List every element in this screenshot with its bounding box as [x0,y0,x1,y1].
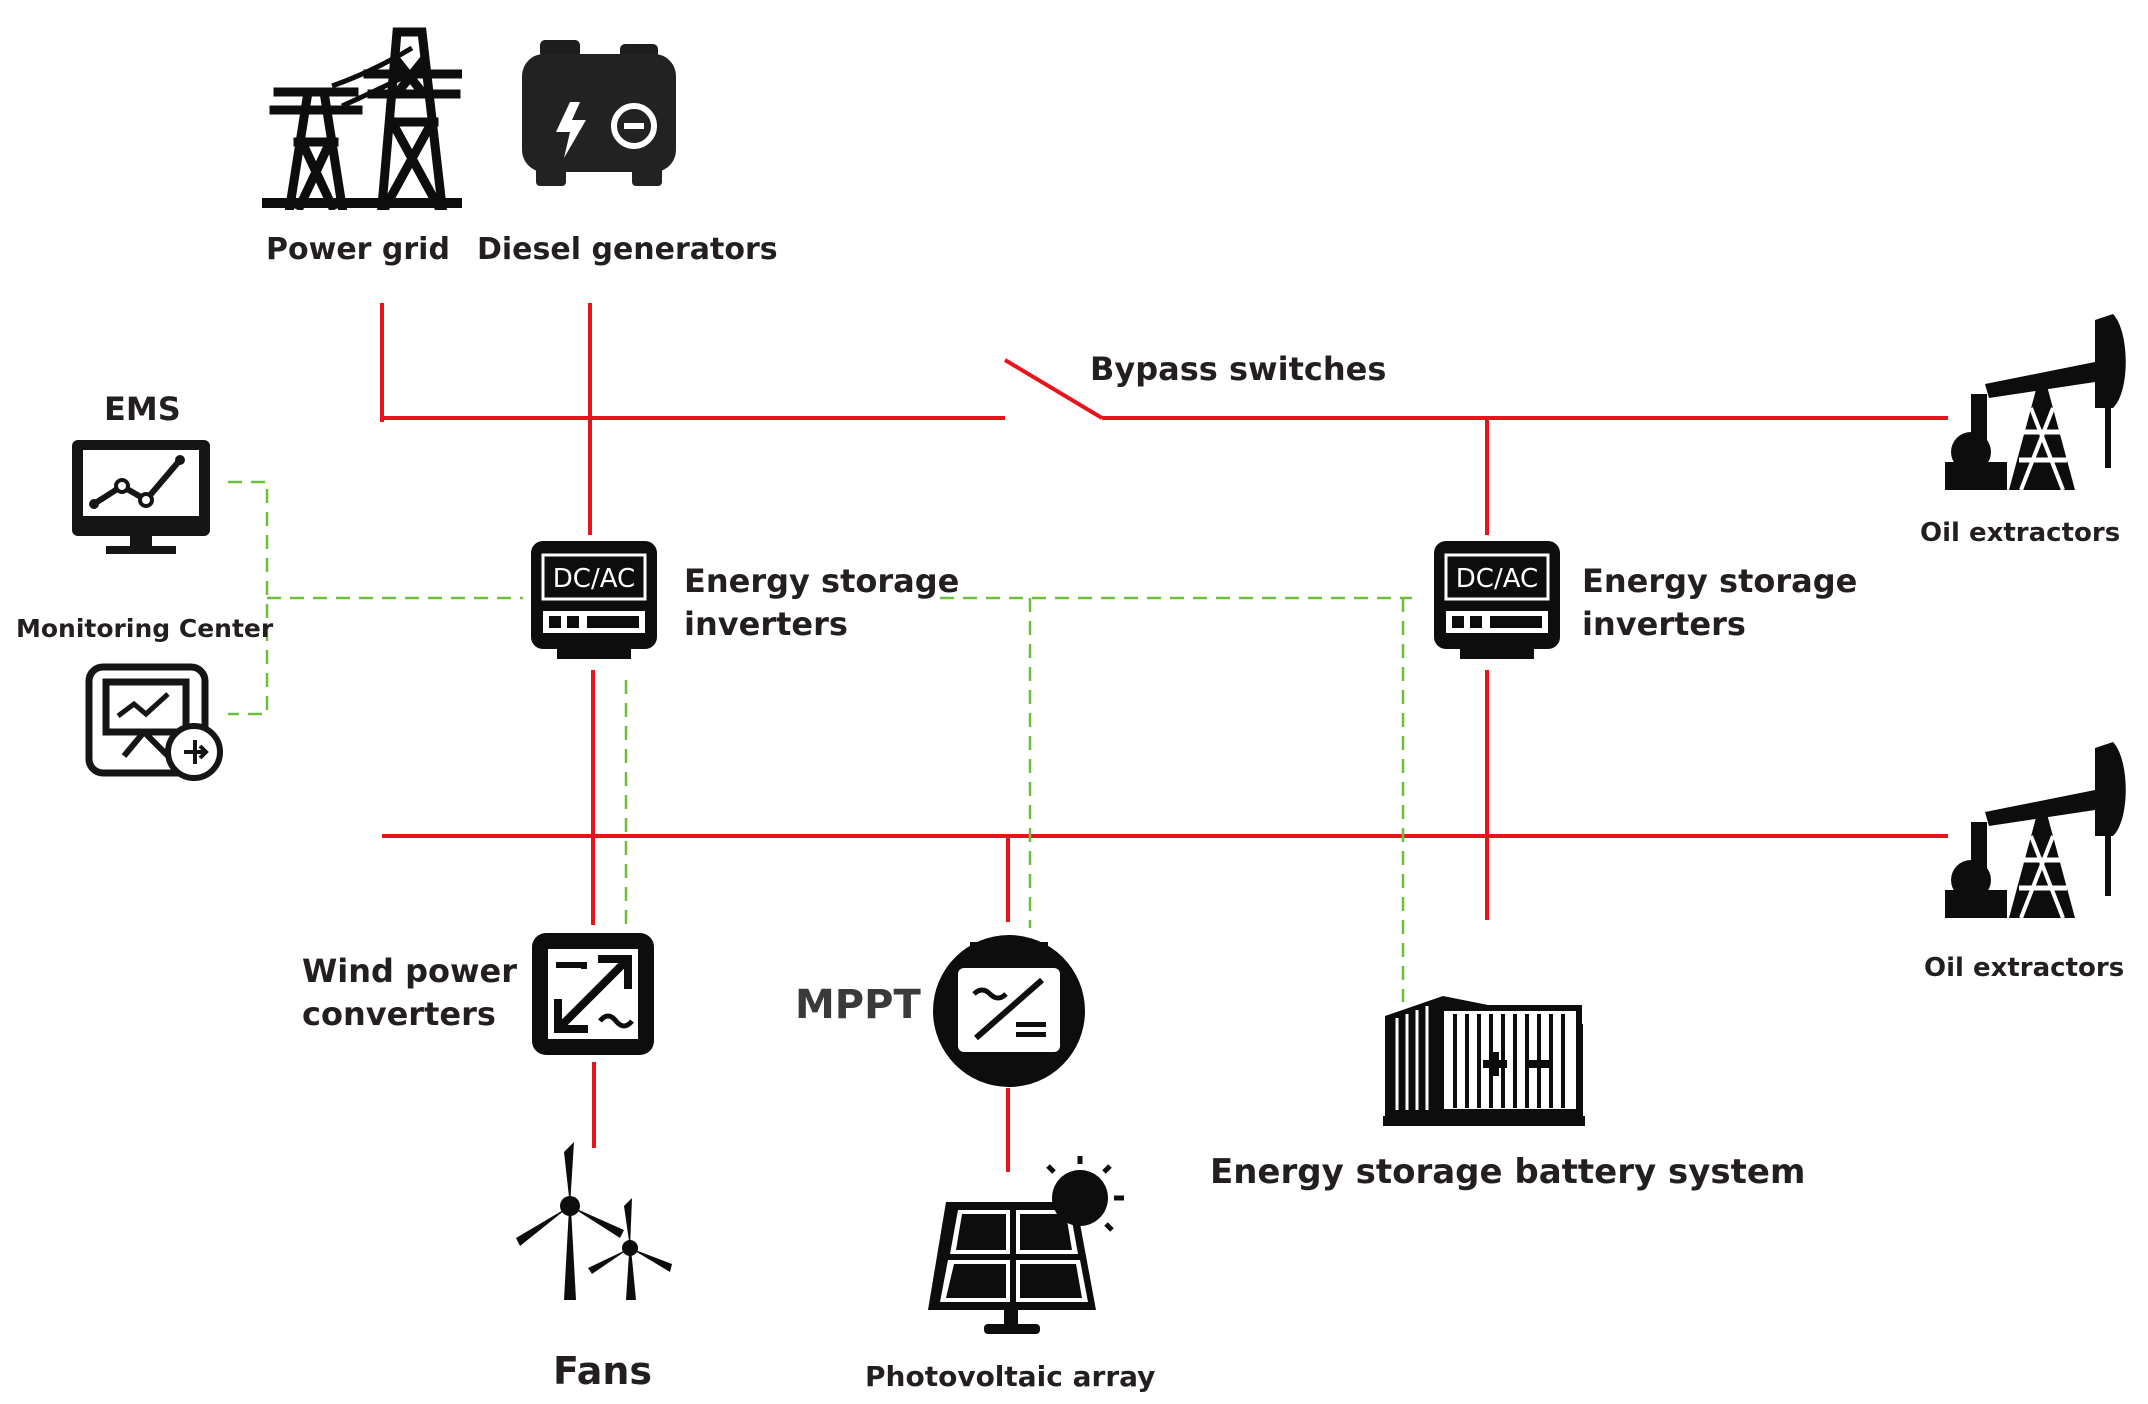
monitor-chart-icon [72,440,210,554]
fans-label: Fans [553,1349,653,1393]
pumpjack-icon [1945,742,2126,919]
inverter-right: DC/AC [1430,537,1564,663]
inverter-right-label: Energy storage inverters [1582,560,1857,646]
power-lines [380,303,1948,1172]
diesel-generator-icon [522,40,676,186]
solar-panel-icon [928,1156,1124,1334]
bypass-switches-label: Bypass switches [1090,350,1387,388]
diesel-generators-label: Diesel generators [477,232,778,267]
oil-extractors-bottom-label: Oil extractors [1924,953,2125,983]
wind-converters-label-line1: Wind power [302,952,518,990]
pumpjack-icon [1945,314,2126,491]
wind-converters-label: Wind power converters [302,950,517,1036]
mppt-icon [933,935,1085,1087]
monitoring-center-label: Monitoring Center [16,614,274,643]
inverter-display-text: DC/AC [553,564,635,594]
wind-turbine-icon [516,1142,672,1300]
inverter-right-label-line2: inverters [1582,605,1746,644]
inverter-display-text: DC/AC [1456,564,1538,594]
inverter-left-label-line2: inverters [684,605,848,644]
ems-bracket [228,480,269,716]
inverter-icon: DC/AC [1434,541,1560,659]
wind-converters-label-line2: converters [302,995,496,1034]
mppt-label: MPPT [795,982,921,1028]
inverter-left-label-line1: Energy storage [684,562,960,600]
battery-container-icon [1383,996,1585,1126]
sun-icon [1046,1156,1124,1232]
inverter-right-label-line1: Energy storage [1582,562,1858,600]
bypass-switch-contact [1003,358,1104,420]
power-grid-label: Power grid [266,232,450,267]
oil-extractors-top-label: Oil extractors [1920,518,2121,548]
presentation-board-icon [85,663,223,781]
inverter-left: DC/AC [527,537,661,663]
photovoltaic-array-label: Photovoltaic array [865,1360,1156,1393]
transmission-tower-icon [262,27,462,210]
ems-label: EMS [104,390,181,428]
inverter-icon: DC/AC [531,541,657,659]
inverter-left-label: Energy storage inverters [684,560,959,646]
communication-lines [228,480,1412,1002]
battery-system-label: Energy storage battery system [1210,1152,1806,1192]
converter-icon [532,933,654,1055]
